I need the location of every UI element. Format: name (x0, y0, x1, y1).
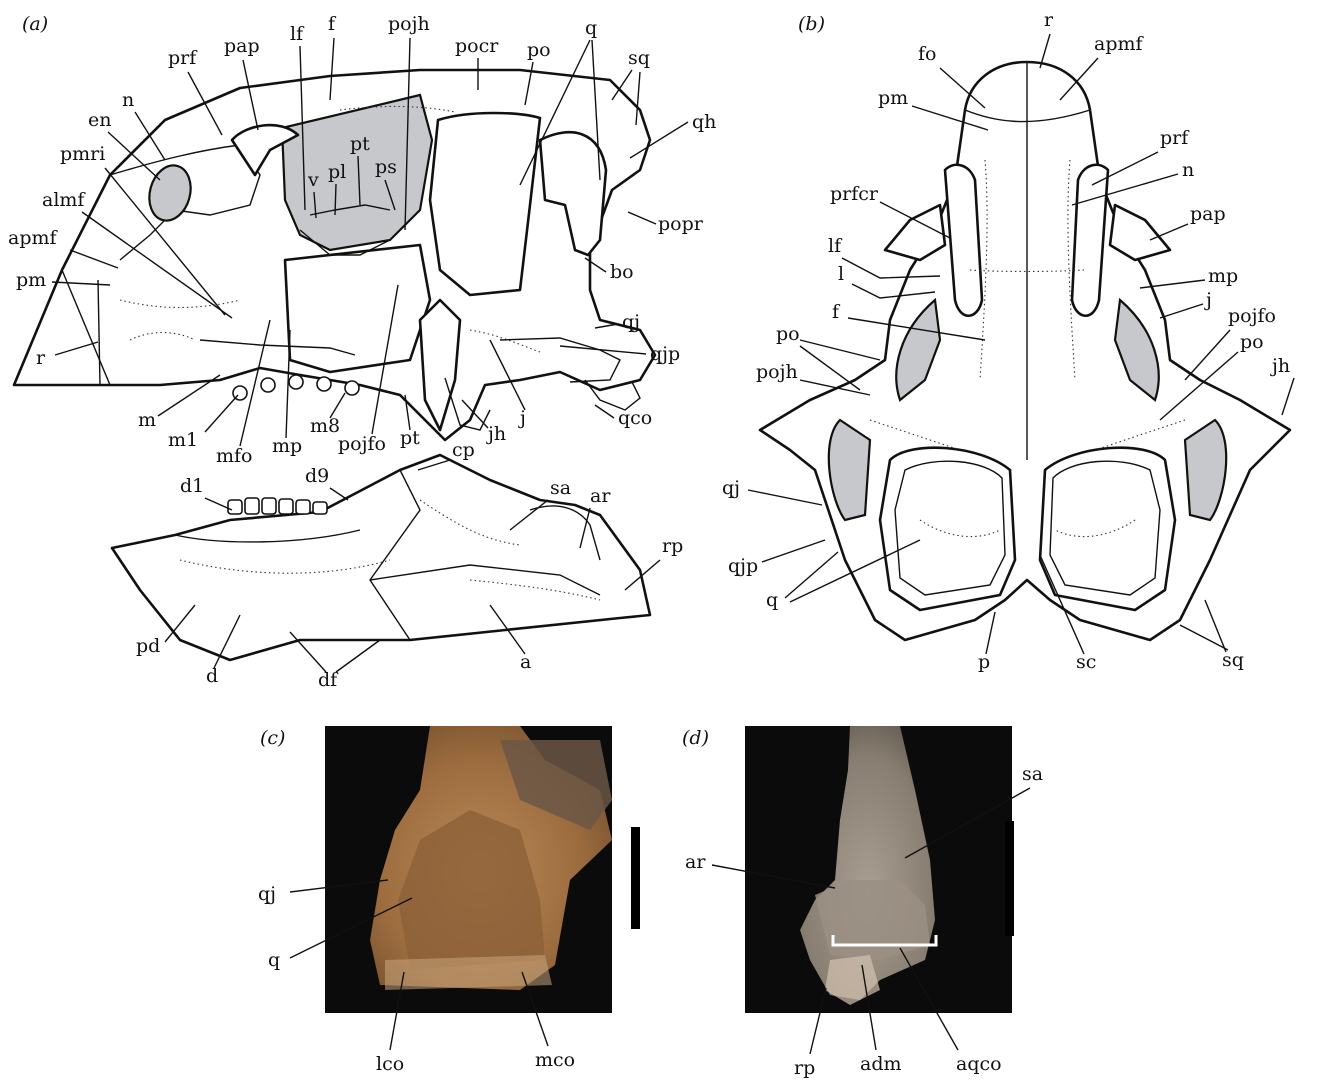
panel-d-letter: (d) (682, 727, 709, 749)
label-pt-lower: pt (400, 427, 420, 449)
label-qjp: qjp (650, 343, 680, 365)
panel-b-letter: (b) (798, 13, 825, 35)
label-pojfo: pojfo (338, 433, 386, 455)
label-sq: sq (628, 47, 650, 69)
panel-b: (b) (722, 9, 1294, 673)
label-b-prf: prf (1160, 127, 1190, 149)
label-b-p: p (978, 651, 990, 673)
label-d: d (206, 665, 218, 687)
label-d-rp: rp (794, 1057, 815, 1079)
label-d-sa: sa (1022, 763, 1043, 785)
label-apmf: apmf (8, 227, 59, 249)
label-cp: cp (452, 439, 475, 461)
label-b-mp: mp (1208, 265, 1238, 287)
label-v: v (307, 169, 319, 191)
label-r: r (36, 347, 46, 369)
label-d-adm: adm (860, 1053, 902, 1075)
label-jh: jh (486, 423, 506, 445)
label-d-ar: ar (685, 851, 706, 873)
label-lf: lf (290, 23, 305, 45)
label-b-qjp: qjp (728, 555, 758, 577)
label-ar: ar (590, 485, 611, 507)
label-pmri: pmri (60, 143, 105, 165)
label-b-n: n (1182, 159, 1194, 181)
panel-a-letter: (a) (22, 13, 48, 35)
label-d9: d9 (305, 465, 329, 487)
label-b-l: l (838, 263, 844, 285)
label-pm: pm (16, 269, 46, 291)
label-b-po-left: po (776, 323, 800, 345)
label-pocr: pocr (455, 35, 499, 57)
label-n: n (122, 89, 134, 111)
label-b-f: f (832, 301, 841, 323)
label-b-qj: qj (722, 477, 740, 499)
label-bo: bo (610, 261, 634, 283)
label-c-lco: lco (376, 1053, 404, 1075)
label-prf: prf (168, 47, 198, 69)
label-m1: m1 (168, 429, 198, 451)
label-b-pojfo: pojfo (1228, 305, 1276, 327)
label-b-sc: sc (1076, 651, 1096, 673)
panel-c-letter: (c) (260, 727, 285, 749)
label-b-r: r (1044, 9, 1054, 31)
panel-d: (d) sa ar rp adm aqco (682, 726, 1043, 1079)
panel-a: (a) (8, 13, 716, 691)
label-en: en (88, 109, 111, 131)
label-pl: pl (328, 161, 346, 183)
label-sa: sa (550, 477, 571, 499)
label-c-mco: mco (535, 1049, 575, 1071)
label-b-lf: lf (828, 235, 843, 257)
label-b-j: j (1204, 289, 1212, 311)
scale-bar-c (631, 827, 640, 929)
label-pd: pd (136, 635, 160, 657)
label-d1: d1 (180, 475, 204, 497)
label-mfo: mfo (216, 445, 253, 467)
label-j: j (518, 407, 526, 429)
label-b-pm: pm (878, 87, 908, 109)
label-c-q: q (268, 949, 280, 971)
label-qco: qco (618, 407, 652, 429)
label-b-q: q (766, 589, 778, 611)
panel-c: (c) qj q lco mco (258, 726, 640, 1075)
label-popr: popr (658, 213, 704, 235)
label-rp: rp (662, 535, 683, 557)
label-po: po (527, 39, 551, 61)
label-b-sq: sq (1222, 649, 1244, 671)
label-m8: m8 (310, 415, 340, 437)
label-mp: mp (272, 435, 302, 457)
label-a: a (520, 651, 531, 673)
label-b-fo: fo (918, 43, 936, 65)
label-b-jh: jh (1270, 355, 1290, 377)
label-b-apmf: apmf (1094, 33, 1145, 55)
label-d-aqco: aqco (956, 1053, 1002, 1075)
label-qj: qj (622, 311, 640, 333)
label-ps: ps (375, 156, 397, 178)
label-q: q (585, 17, 597, 39)
label-df: df (318, 669, 339, 691)
label-b-pojh: pojh (756, 361, 798, 383)
label-pojh: pojh (388, 13, 430, 35)
label-qh: qh (692, 111, 716, 133)
label-f: f (328, 13, 337, 35)
label-c-qj: qj (258, 883, 276, 905)
label-b-pap: pap (1190, 203, 1226, 225)
label-pt: pt (350, 133, 370, 155)
label-b-prfcr: prfcr (830, 183, 879, 205)
label-almf: almf (42, 189, 86, 211)
scale-bar-d (1005, 821, 1014, 936)
label-b-po-right: po (1240, 331, 1264, 353)
label-m: m (138, 409, 156, 431)
label-pap: pap (224, 35, 260, 57)
